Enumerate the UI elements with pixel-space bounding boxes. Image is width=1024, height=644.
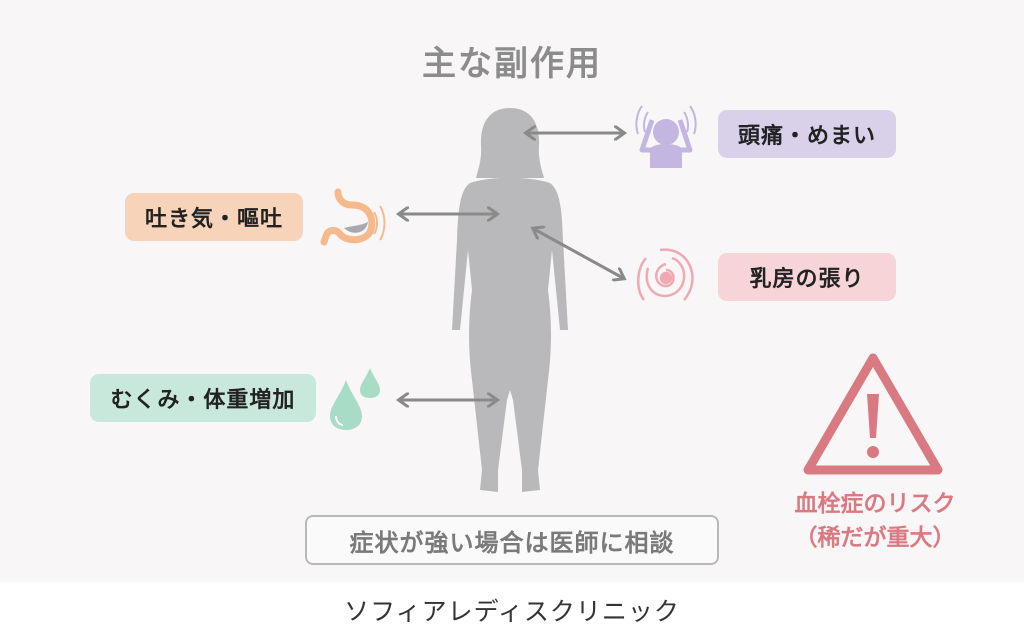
clinic-name: ソフィアレディスクリニック: [344, 597, 680, 626]
headache-icon: [635, 105, 697, 168]
label-headache: 頭痛・めまい: [718, 110, 896, 158]
warning-triangle-icon: [803, 353, 943, 475]
water-drops-icon: [330, 368, 380, 430]
risk-title: 血栓症のリスク: [794, 491, 956, 517]
label-breast-tenderness: 乳房の張り: [718, 253, 896, 301]
label-nausea: 吐き気・嘔吐: [125, 193, 303, 241]
label-swelling-weight: むくみ・体重増加: [90, 374, 316, 422]
arrow-breast-link: [534, 229, 623, 278]
swirl-pain-icon: [637, 248, 694, 301]
page-title: 主な副作用: [422, 44, 602, 84]
stomach-icon: [320, 188, 386, 246]
risk-subtitle: （稀だが重大）: [794, 525, 956, 551]
woman-silhouette: [452, 108, 568, 492]
consult-doctor-note: 症状が強い場合は医師に相談: [305, 515, 719, 565]
